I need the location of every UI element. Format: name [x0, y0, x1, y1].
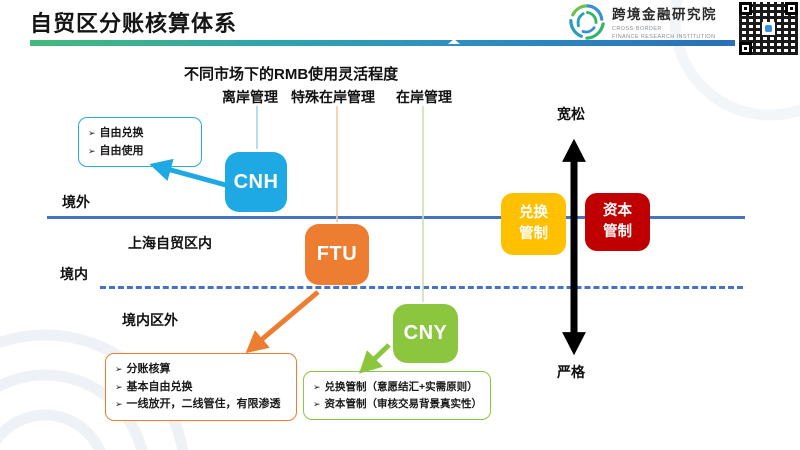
- capital-control-box: 资本 管制: [585, 193, 650, 251]
- arrow-bullet-icon: ➢: [115, 399, 123, 410]
- qr-finder-icon: [739, 2, 752, 15]
- list-item: ➢ 一线放开，二线管住，有限渗透: [115, 398, 281, 411]
- list-item: ➢ 分账核算: [115, 363, 171, 375]
- logo-name-cn: 跨境金融研究院: [612, 7, 717, 22]
- qr-finder-icon: [739, 42, 752, 55]
- region-shanghai-ftz: 上海自贸区内: [128, 235, 212, 251]
- node-cny: CNY: [393, 304, 458, 363]
- ftu-callout-arrow: [245, 290, 320, 354]
- axis-label-loose: 宽松: [557, 106, 585, 122]
- arrow-bullet-icon: ➢: [115, 381, 123, 392]
- logo-name-en: CROSS·BORDER FINANCE RESEARCH INSTITUTIO…: [612, 26, 716, 41]
- region-onshore-outside-zone: 境内区外: [122, 312, 178, 328]
- arrow-bullet-icon: ➢: [313, 382, 321, 392]
- column-offshore-mgmt: 离岸管理: [222, 89, 278, 105]
- column-onshore-mgmt: 在岸管理: [396, 89, 452, 105]
- node-cnh: CNH: [225, 152, 287, 212]
- underline-notch: [448, 39, 460, 44]
- cnh-callout-arrow: [149, 158, 234, 190]
- arrow-bullet-icon: ➢: [88, 128, 96, 138]
- node-ftu: FTU: [305, 224, 369, 285]
- callout-ftu: ➢ 分账核算 ➢ 基本自由兑换 ➢ 一线放开，二线管住，有限渗透: [105, 353, 297, 421]
- diagram-subtitle: 不同市场下的RMB使用灵活程度: [184, 66, 399, 83]
- qr-code: [737, 0, 800, 57]
- list-item: ➢ 自由兑换: [88, 127, 144, 139]
- list-item: ➢ 资本管制（审核交易背景真实性）: [313, 397, 483, 410]
- arrow-bullet-icon: ➢: [313, 398, 321, 409]
- list-item: ➢ 兑换管制（意愿结汇+实需原则）: [313, 381, 478, 393]
- callout-cny: ➢ 兑换管制（意愿结汇+实需原则） ➢ 资本管制（审核交易背景真实性）: [303, 371, 491, 420]
- border-line-dashed: [100, 286, 743, 289]
- qr-center-logo: [762, 22, 775, 35]
- region-onshore: 境内: [60, 266, 88, 282]
- column-special-onshore-mgmt: 特殊在岸管理: [291, 89, 375, 105]
- institution-logo: 跨境金融研究院 CROSS·BORDER FINANCE RESEARCH IN…: [568, 3, 717, 42]
- arrow-bullet-icon: ➢: [88, 145, 96, 156]
- arrow-bullet-icon: ➢: [115, 364, 123, 374]
- qr-finder-icon: [785, 2, 798, 15]
- border-line-solid: [47, 216, 745, 219]
- region-offshore: 境外: [62, 194, 90, 210]
- callout-cnh: ➢ 自由兑换 ➢ 自由使用: [78, 117, 202, 168]
- list-item: ➢ 自由使用: [88, 144, 144, 157]
- title-underline-bar: [30, 40, 735, 46]
- qr-pattern: [739, 2, 798, 55]
- axis-label-strict: 严格: [557, 364, 585, 380]
- list-item: ➢ 基本自由兑换: [115, 380, 193, 393]
- page-title: 自贸区分账核算体系: [30, 11, 238, 36]
- logo-swirl-icon: [569, 4, 605, 41]
- logo-text-block: 跨境金融研究院 CROSS·BORDER FINANCE RESEARCH IN…: [612, 3, 717, 42]
- exchange-control-box: 兑换 管制: [501, 193, 566, 255]
- cny-callout-arrow: [359, 343, 391, 374]
